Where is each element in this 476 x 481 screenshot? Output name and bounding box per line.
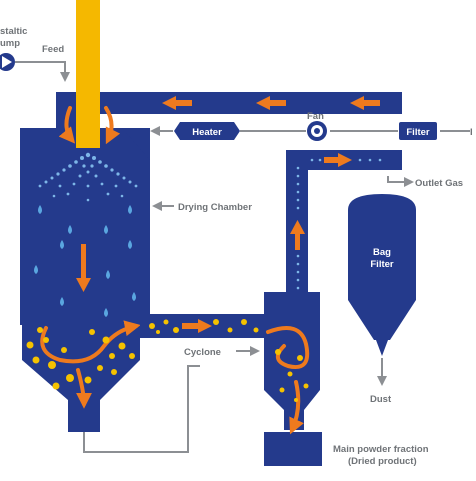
heater-label: Heater [192, 127, 222, 138]
main-powder-label-line2: (Dried product) [348, 456, 417, 467]
orange-arrow-icon [76, 244, 91, 292]
main-powder-label-line1: Main powder fraction [333, 444, 429, 455]
pump-label-line2: ump [0, 38, 20, 49]
cyclone-label: Cyclone [184, 347, 221, 358]
orange-arrow-icon [290, 153, 352, 250]
feed-stream [76, 0, 100, 148]
dust-label: Dust [370, 394, 392, 405]
particles [26, 327, 135, 390]
heater-box: Heater [174, 122, 240, 140]
spray-cone [38, 152, 138, 202]
inlet-label: I [470, 127, 473, 138]
cyclone [264, 292, 320, 430]
fan-label: Fan [307, 111, 324, 122]
droplets [34, 205, 136, 317]
fines-return-line [83, 365, 200, 453]
bag-filter-label-line1: Bag [373, 247, 391, 258]
orange-arrow-icon [182, 319, 212, 333]
product-collector [264, 432, 322, 466]
top-air-duct [56, 92, 402, 114]
outlet-gas-label: Outlet Gas [415, 178, 463, 189]
drying-chamber-label: Drying Chamber [178, 202, 252, 213]
bag-filter [348, 194, 416, 340]
orange-arrow-icon [162, 96, 380, 110]
pump-icon [0, 53, 15, 71]
filter-box: Filter [399, 122, 437, 140]
feed-label: Feed [42, 44, 64, 55]
feed-line [15, 61, 70, 82]
filter-label: Filter [406, 127, 430, 138]
bag-filter-label-line2: Filter [370, 259, 394, 270]
pump-label-line1: staltic [0, 26, 27, 37]
fan-icon [307, 121, 327, 141]
